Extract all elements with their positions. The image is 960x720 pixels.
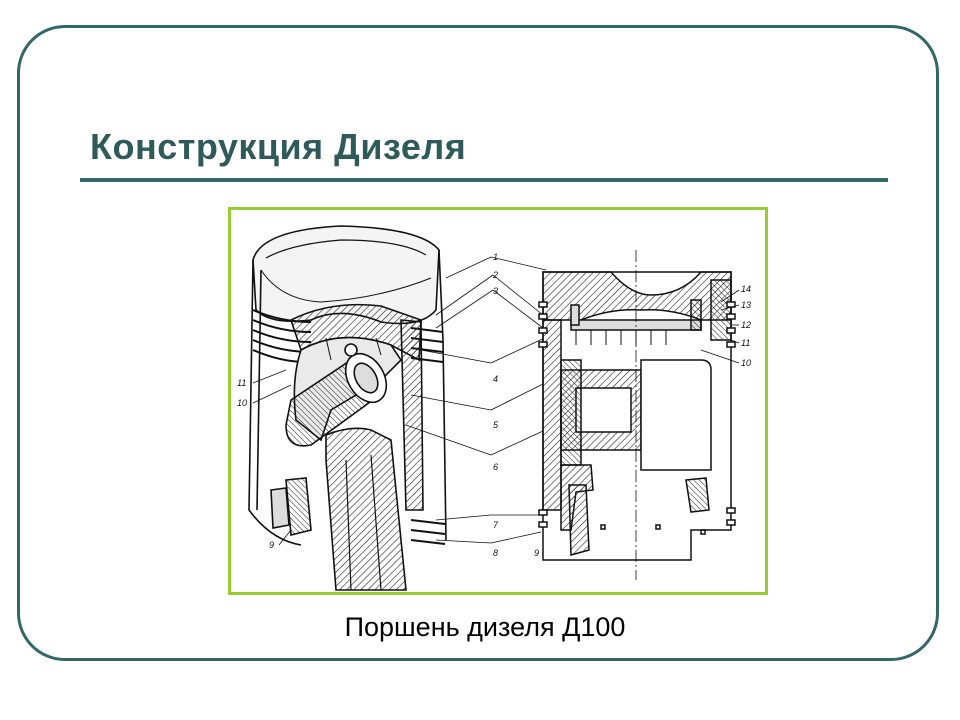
right-callouts (700, 289, 740, 364)
callout-label: 11 (741, 338, 750, 348)
piston-section-view (538, 250, 736, 580)
slide-frame (17, 25, 939, 661)
callout-label: 10 (741, 358, 751, 368)
diagram-figure: 11 10 9 (228, 207, 768, 595)
callout-label: 13 (741, 300, 751, 310)
right-label-group: 14 13 12 11 10 (741, 284, 751, 368)
left-label-group: 11 10 9 (237, 378, 274, 550)
callout-label: 4 (493, 374, 498, 384)
callout-label: 14 (741, 284, 751, 294)
piston-diagram: 11 10 9 (237, 225, 751, 591)
figure-caption: Поршень дизеля Д100 (344, 612, 626, 642)
callout-label: 10 (237, 398, 247, 408)
callout-label: 8 (493, 548, 498, 558)
callout-label: 11 (237, 378, 246, 388)
middle-label-group: 1 2 3 4 5 6 7 8 9 (492, 252, 539, 558)
callout-label: 2 (492, 270, 498, 280)
callout-label: 9 (269, 540, 274, 550)
callout-label: 1 (493, 252, 498, 262)
middle-callouts (405, 256, 557, 544)
callout-label: 7 (493, 520, 499, 530)
slide-title: Конструкция Дизеля (90, 126, 467, 167)
left-callouts (252, 369, 292, 546)
callout-label: 12 (741, 320, 751, 330)
callout-label: 5 (493, 420, 499, 430)
callout-label: 9 (534, 548, 539, 558)
callout-label: 3 (493, 286, 498, 296)
piston-cutaway-view (248, 225, 447, 591)
callout-label: 6 (493, 462, 498, 472)
title-underline (80, 178, 888, 182)
